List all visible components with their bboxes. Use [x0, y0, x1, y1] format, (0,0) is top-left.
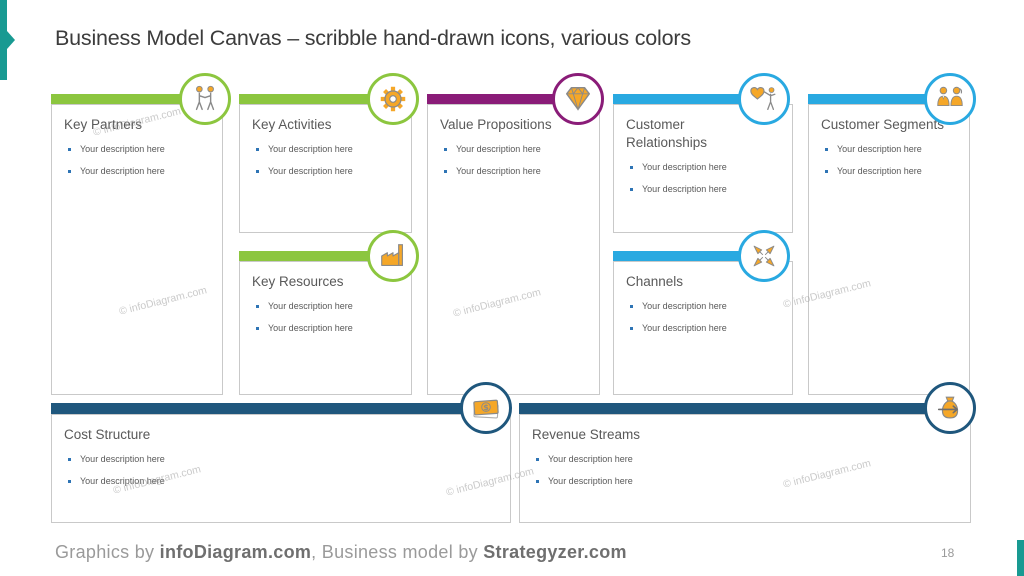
box-title: Revenue Streams [532, 427, 641, 442]
accent-bar [51, 94, 205, 104]
box-title: Key Partners [64, 117, 143, 132]
teal-arrow-icon [7, 31, 15, 49]
bullet-icon [68, 480, 71, 484]
box-cost-structure: Cost Structure Your description here You… [51, 403, 511, 523]
accent-bar [51, 403, 486, 414]
bullet-item: Your description here [256, 301, 399, 312]
bullet-icon [630, 166, 633, 170]
box-title: Customer Segments [821, 117, 945, 132]
bullet-item: Your description here [630, 162, 780, 173]
diamond-icon [552, 73, 604, 125]
bullet-item: Your description here [825, 166, 957, 177]
box-key-resources: Key Resources Your description here Your… [239, 251, 412, 395]
accent-bar [808, 94, 950, 104]
bullet-icon [68, 148, 71, 152]
bullet-item: Your description here [68, 144, 210, 155]
bullet-icon [256, 148, 259, 152]
banknote-icon: $ [460, 382, 512, 434]
box-title: Cost Structure [64, 427, 151, 442]
gear-icon [367, 73, 419, 125]
people-icon [924, 73, 976, 125]
page-number: 18 [941, 546, 955, 560]
footer-prefix: Graphics by [55, 542, 160, 562]
moneybag-icon [924, 382, 976, 434]
bullet-icon [256, 305, 259, 309]
box-revenue-streams: Revenue Streams Your description here Yo… [519, 403, 971, 523]
partners-icon [179, 73, 231, 125]
box-customer-relationships: Customer Relationships Your description … [613, 94, 793, 233]
bullet-item: Your description here [68, 476, 498, 487]
bullet-item: Your description here [256, 323, 399, 334]
bullet-icon [630, 188, 633, 192]
bullet-item: Your description here [68, 166, 210, 177]
footer-separator: , Business model by [311, 542, 484, 562]
bullet-icon [630, 305, 633, 309]
accent-bar [239, 94, 393, 104]
factory-icon [367, 230, 419, 282]
teal-bottom-bar [1017, 540, 1024, 576]
bullet-icon [536, 458, 539, 462]
bullet-item: Your description here [68, 454, 498, 465]
teal-corner-bar [0, 0, 7, 80]
box-key-partners: Key Partners Your description here Your … [51, 94, 223, 395]
heart-person-icon [738, 73, 790, 125]
svg-text:$: $ [483, 403, 489, 412]
box-customer-segments: Customer Segments Your description here … [808, 94, 970, 395]
box-value-propositions: Value Propositions Your description here… [427, 94, 600, 395]
box-title: Customer Relationships [626, 117, 708, 151]
box-title: Value Propositions [440, 117, 552, 132]
bullet-item: Your description here [256, 166, 399, 177]
box-title: Key Resources [252, 274, 344, 289]
bullet-item: Your description here [256, 144, 399, 155]
accent-bar [613, 251, 764, 261]
box-channels: Channels Your description here Your desc… [613, 251, 793, 395]
accent-bar [427, 94, 578, 104]
bullet-icon [68, 458, 71, 462]
box-title: Channels [626, 274, 684, 289]
bullet-icon [825, 170, 828, 174]
bullet-item: Your description here [444, 144, 587, 155]
box-key-activities: Key Activities Your description here You… [239, 94, 412, 233]
accent-bar [239, 251, 393, 261]
accent-bar [519, 403, 950, 414]
bullet-icon [444, 170, 447, 174]
bullet-item: Your description here [825, 144, 957, 155]
bullet-icon [630, 327, 633, 331]
bullet-icon [536, 480, 539, 484]
bullet-item: Your description here [630, 301, 780, 312]
footer-credits: Graphics by infoDiagram.com, Business mo… [55, 542, 627, 563]
footer-brand-infodiagram: infoDiagram.com [159, 542, 312, 562]
bullet-item: Your description here [536, 454, 958, 465]
bullet-icon [256, 327, 259, 331]
accent-bar [613, 94, 764, 104]
arrows-icon [738, 230, 790, 282]
bullet-item: Your description here [630, 323, 780, 334]
bullet-icon [444, 148, 447, 152]
bullet-icon [68, 170, 71, 174]
bullet-item: Your description here [630, 184, 780, 195]
footer-brand-strategyzer: Strategyzer.com [483, 542, 627, 562]
bullet-item: Your description here [536, 476, 958, 487]
page-title: Business Model Canvas – scribble hand-dr… [55, 26, 691, 50]
bullet-icon [825, 148, 828, 152]
box-title: Key Activities [252, 117, 332, 132]
bullet-icon [256, 170, 259, 174]
bullet-item: Your description here [444, 166, 587, 177]
